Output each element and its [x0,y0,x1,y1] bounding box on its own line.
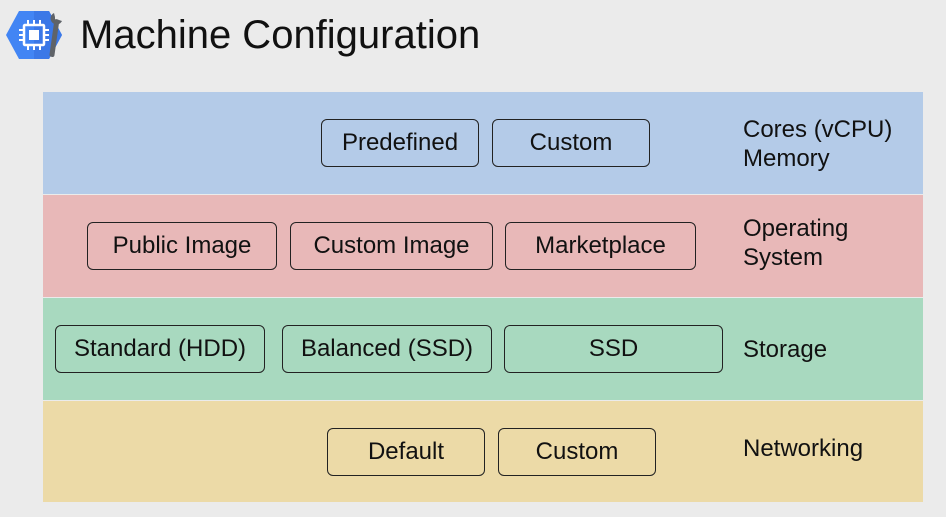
page-title: Machine Configuration [80,13,481,57]
networking-row: Default Custom Networking [43,401,923,502]
predefined-option[interactable]: Predefined [321,119,479,167]
networking-label: Networking [743,434,863,463]
custom-cpu-option[interactable]: Custom [492,119,650,167]
standard-hdd-option[interactable]: Standard (HDD) [55,325,265,373]
ssd-option[interactable]: SSD [504,325,723,373]
marketplace-option[interactable]: Marketplace [505,222,696,270]
operating-system-row: Public Image Custom Image Marketplace Op… [43,195,923,297]
compute-engine-icon [6,11,62,59]
memory-label: Memory [743,145,830,172]
cores-label: Cores (vCPU) [743,116,893,143]
custom-image-option[interactable]: Custom Image [290,222,493,270]
system-label: System [743,244,824,271]
storage-label: Storage [743,335,827,364]
operating-label: Operating [743,215,849,242]
wrench-icon [49,13,62,57]
default-network-option[interactable]: Default [327,428,485,476]
cpu-memory-label: Cores (vCPU) Memory [743,115,892,173]
storage-row: Standard (HDD) Balanced (SSD) SSD Storag… [43,298,923,400]
storage-label-text: Storage [743,336,828,363]
operating-system-label: Operating System [743,214,848,272]
networking-label-text: Networking [743,435,864,462]
public-image-option[interactable]: Public Image [87,222,277,270]
cpu-memory-row: Predefined Custom Cores (vCPU) Memory [43,92,923,194]
custom-network-option[interactable]: Custom [498,428,656,476]
balanced-ssd-option[interactable]: Balanced (SSD) [282,325,492,373]
header: Machine Configuration [0,0,946,80]
